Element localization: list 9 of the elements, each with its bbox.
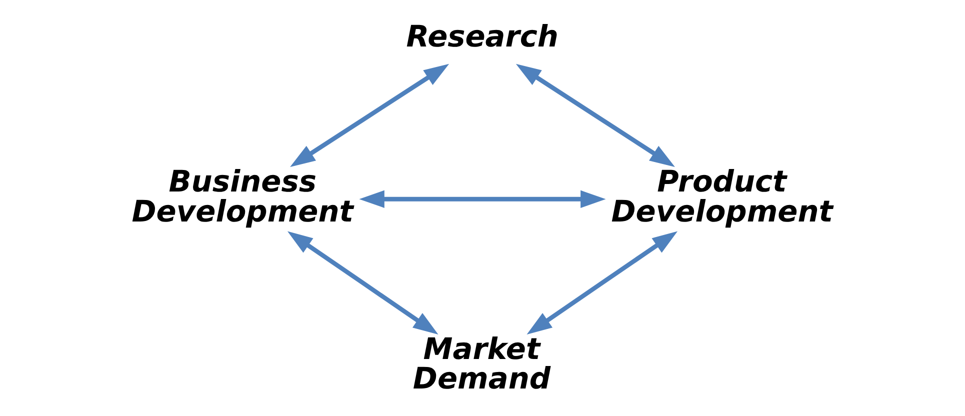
arrow (287, 231, 438, 335)
arrow (526, 231, 678, 335)
arrow (290, 64, 450, 167)
node-text: Market Demand (412, 332, 551, 396)
node-text: Research (406, 20, 558, 54)
node-text: Business Development (132, 164, 354, 228)
node-text: Product Development (611, 164, 833, 228)
arrow (359, 190, 606, 208)
arrow (516, 64, 675, 167)
